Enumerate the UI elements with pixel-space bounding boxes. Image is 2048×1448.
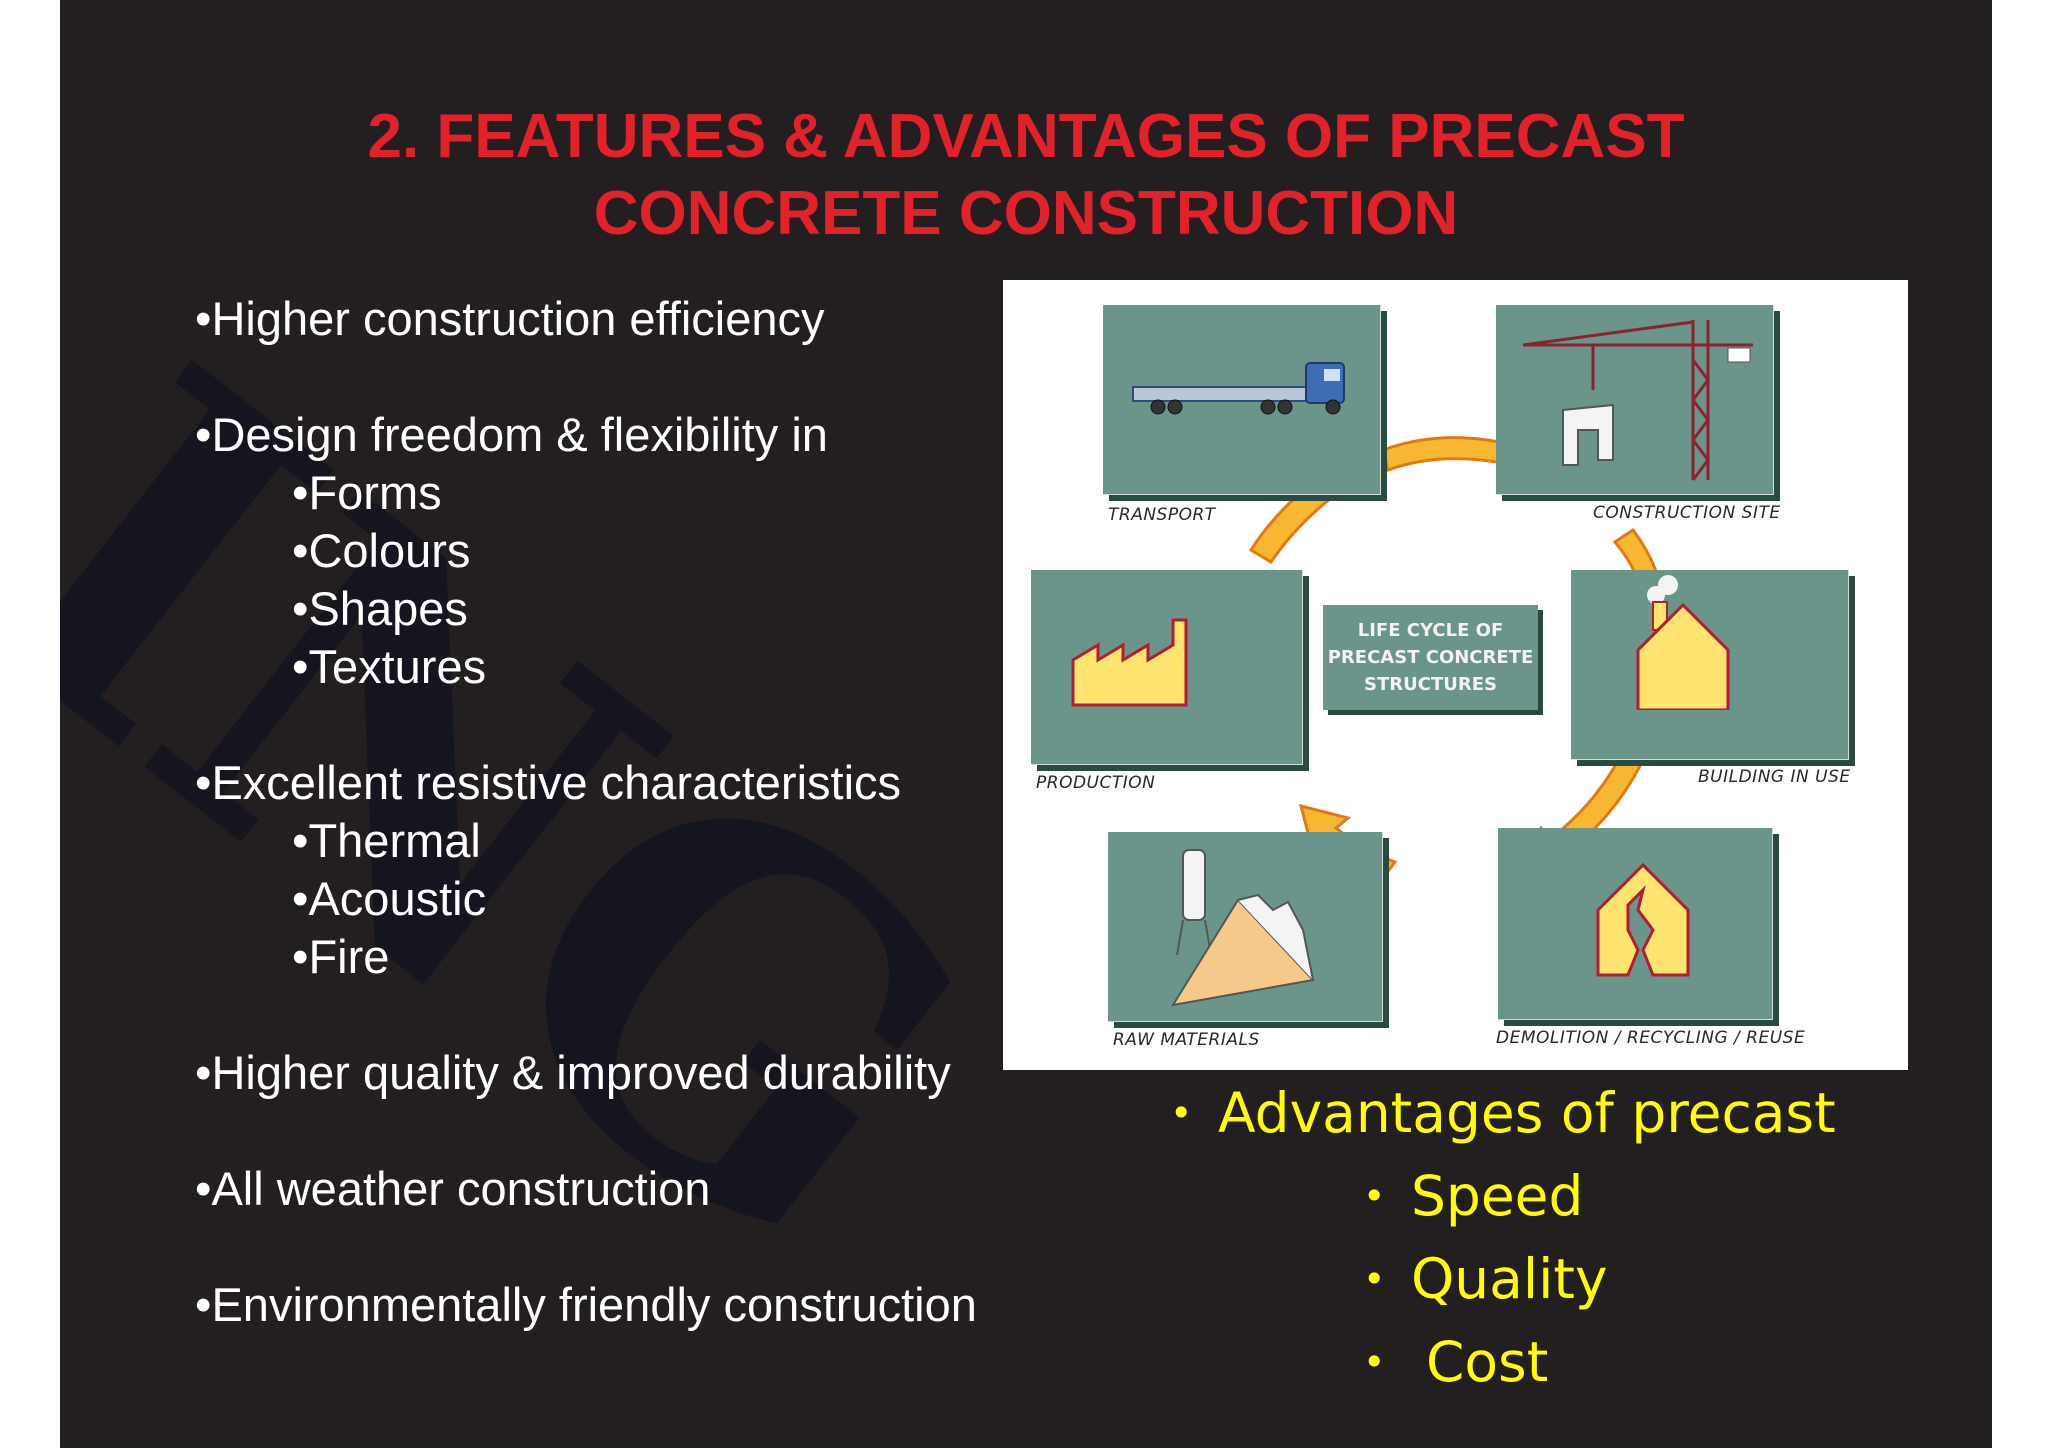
panel-construction-site — [1496, 305, 1774, 495]
sub-feature-thermal: •Thermal — [292, 814, 481, 867]
advantage-cost-row: • Cost — [1170, 1321, 1836, 1404]
advantages-heading: Advantages of precast — [1218, 1081, 1836, 1145]
bullet-icon: • — [1363, 1174, 1386, 1218]
crane-icon — [1522, 320, 1753, 481]
feature-quality: •Higher quality & improved durability — [195, 1046, 951, 1099]
feature-resistive: •Excellent resistive characteristics — [195, 756, 902, 809]
feature-environment: •Environmentally friendly construction — [195, 1278, 977, 1331]
truck-icon — [1132, 362, 1345, 415]
title-line-1: 2. FEATURES & ADVANTAGES OF PRECAST — [367, 102, 1685, 171]
label-raw-materials: RAW MATERIALS — [1113, 1030, 1260, 1050]
sub-feature-shapes: •Shapes — [292, 582, 468, 635]
life-cycle-figure: TRANSPORT CONSTRUCTION SITE PRODUCTION — [1003, 280, 1908, 1070]
sub-feature-textures: •Textures — [292, 640, 487, 693]
house-icon — [1636, 575, 1730, 710]
advantages-heading-row: • Advantages of precast — [1170, 1072, 1836, 1155]
title-line-2: CONCRETE CONSTRUCTION — [593, 179, 1459, 248]
slide-title: 2. FEATURES & ADVANTAGES OF PRECAST CONC… — [60, 98, 1992, 252]
panel-demolition — [1498, 828, 1773, 1020]
sub-feature-acoustic: •Acoustic — [292, 872, 487, 925]
demolished-house-icon — [1596, 862, 1690, 977]
bullet-icon: • — [1363, 1340, 1386, 1384]
feature-efficiency: •Higher construction efficiency — [195, 292, 825, 345]
center-line-3: STRUCTURES — [1364, 674, 1497, 695]
advantage-speed-row: • Speed — [1170, 1155, 1836, 1238]
sub-feature-forms: •Forms — [292, 466, 442, 519]
advantage-cost: Cost — [1426, 1330, 1549, 1394]
advantage-quality: Quality — [1411, 1247, 1608, 1311]
life-cycle-center-label: LIFE CYCLE OF PRECAST CONCRETE STRUCTURE… — [1323, 605, 1538, 710]
center-line-1: LIFE CYCLE OF — [1357, 620, 1504, 641]
label-construction-site: CONSTRUCTION SITE — [1593, 503, 1781, 523]
slide: ING 2. FEATURES & ADVANTAGES OF PRECAST … — [60, 0, 1992, 1448]
advantage-speed: Speed — [1411, 1164, 1584, 1228]
label-demolition: DEMOLITION / RECYCLING / REUSE — [1496, 1028, 1806, 1048]
factory-icon — [1071, 618, 1188, 707]
label-transport: TRANSPORT — [1108, 505, 1216, 525]
feature-all-weather: •All weather construction — [195, 1162, 711, 1215]
sub-feature-colours: •Colours — [292, 524, 471, 577]
advantages-list: • Advantages of precast • Speed • Qualit… — [1170, 1072, 1836, 1404]
raw-materials-icon — [1170, 849, 1315, 1007]
sub-feature-fire: •Fire — [292, 930, 390, 983]
bullet-icon: • — [1363, 1257, 1386, 1301]
features-list: •Higher construction efficiency •Design … — [195, 290, 977, 1334]
label-building-in-use: BUILDING IN USE — [1698, 767, 1851, 787]
label-production: PRODUCTION — [1036, 773, 1156, 793]
advantage-quality-row: • Quality — [1170, 1238, 1836, 1321]
bullet-icon: • — [1170, 1091, 1193, 1135]
feature-design-freedom: •Design freedom & flexibility in — [195, 408, 828, 461]
center-line-2: PRECAST CONCRETE — [1327, 647, 1534, 668]
